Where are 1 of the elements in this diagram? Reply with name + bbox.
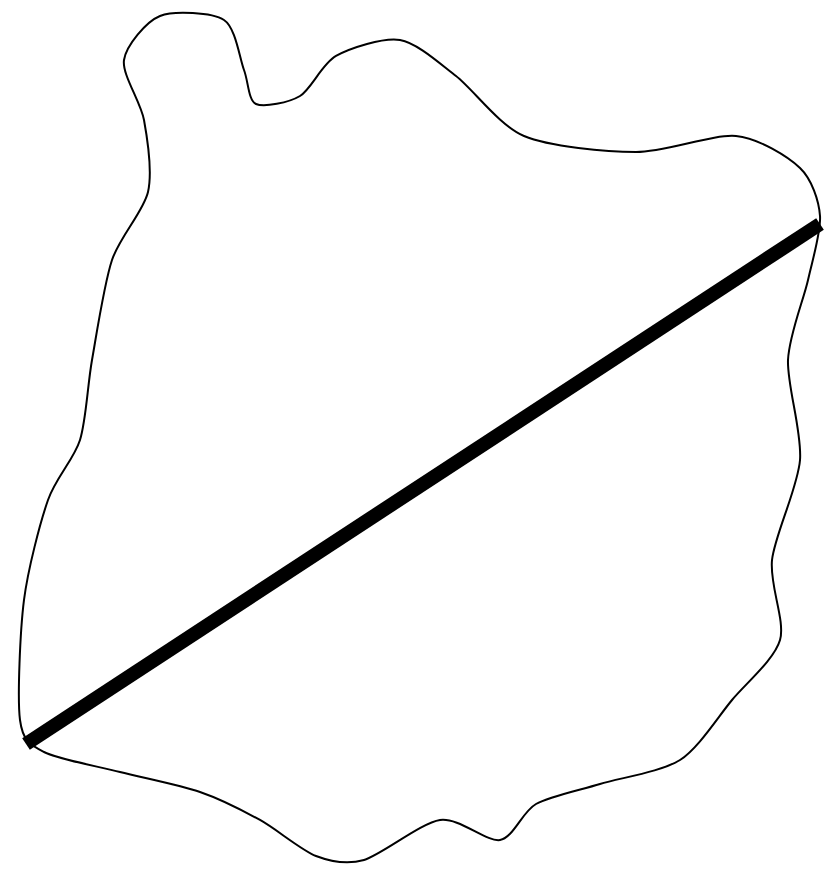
blob-outline (17, 11, 822, 864)
